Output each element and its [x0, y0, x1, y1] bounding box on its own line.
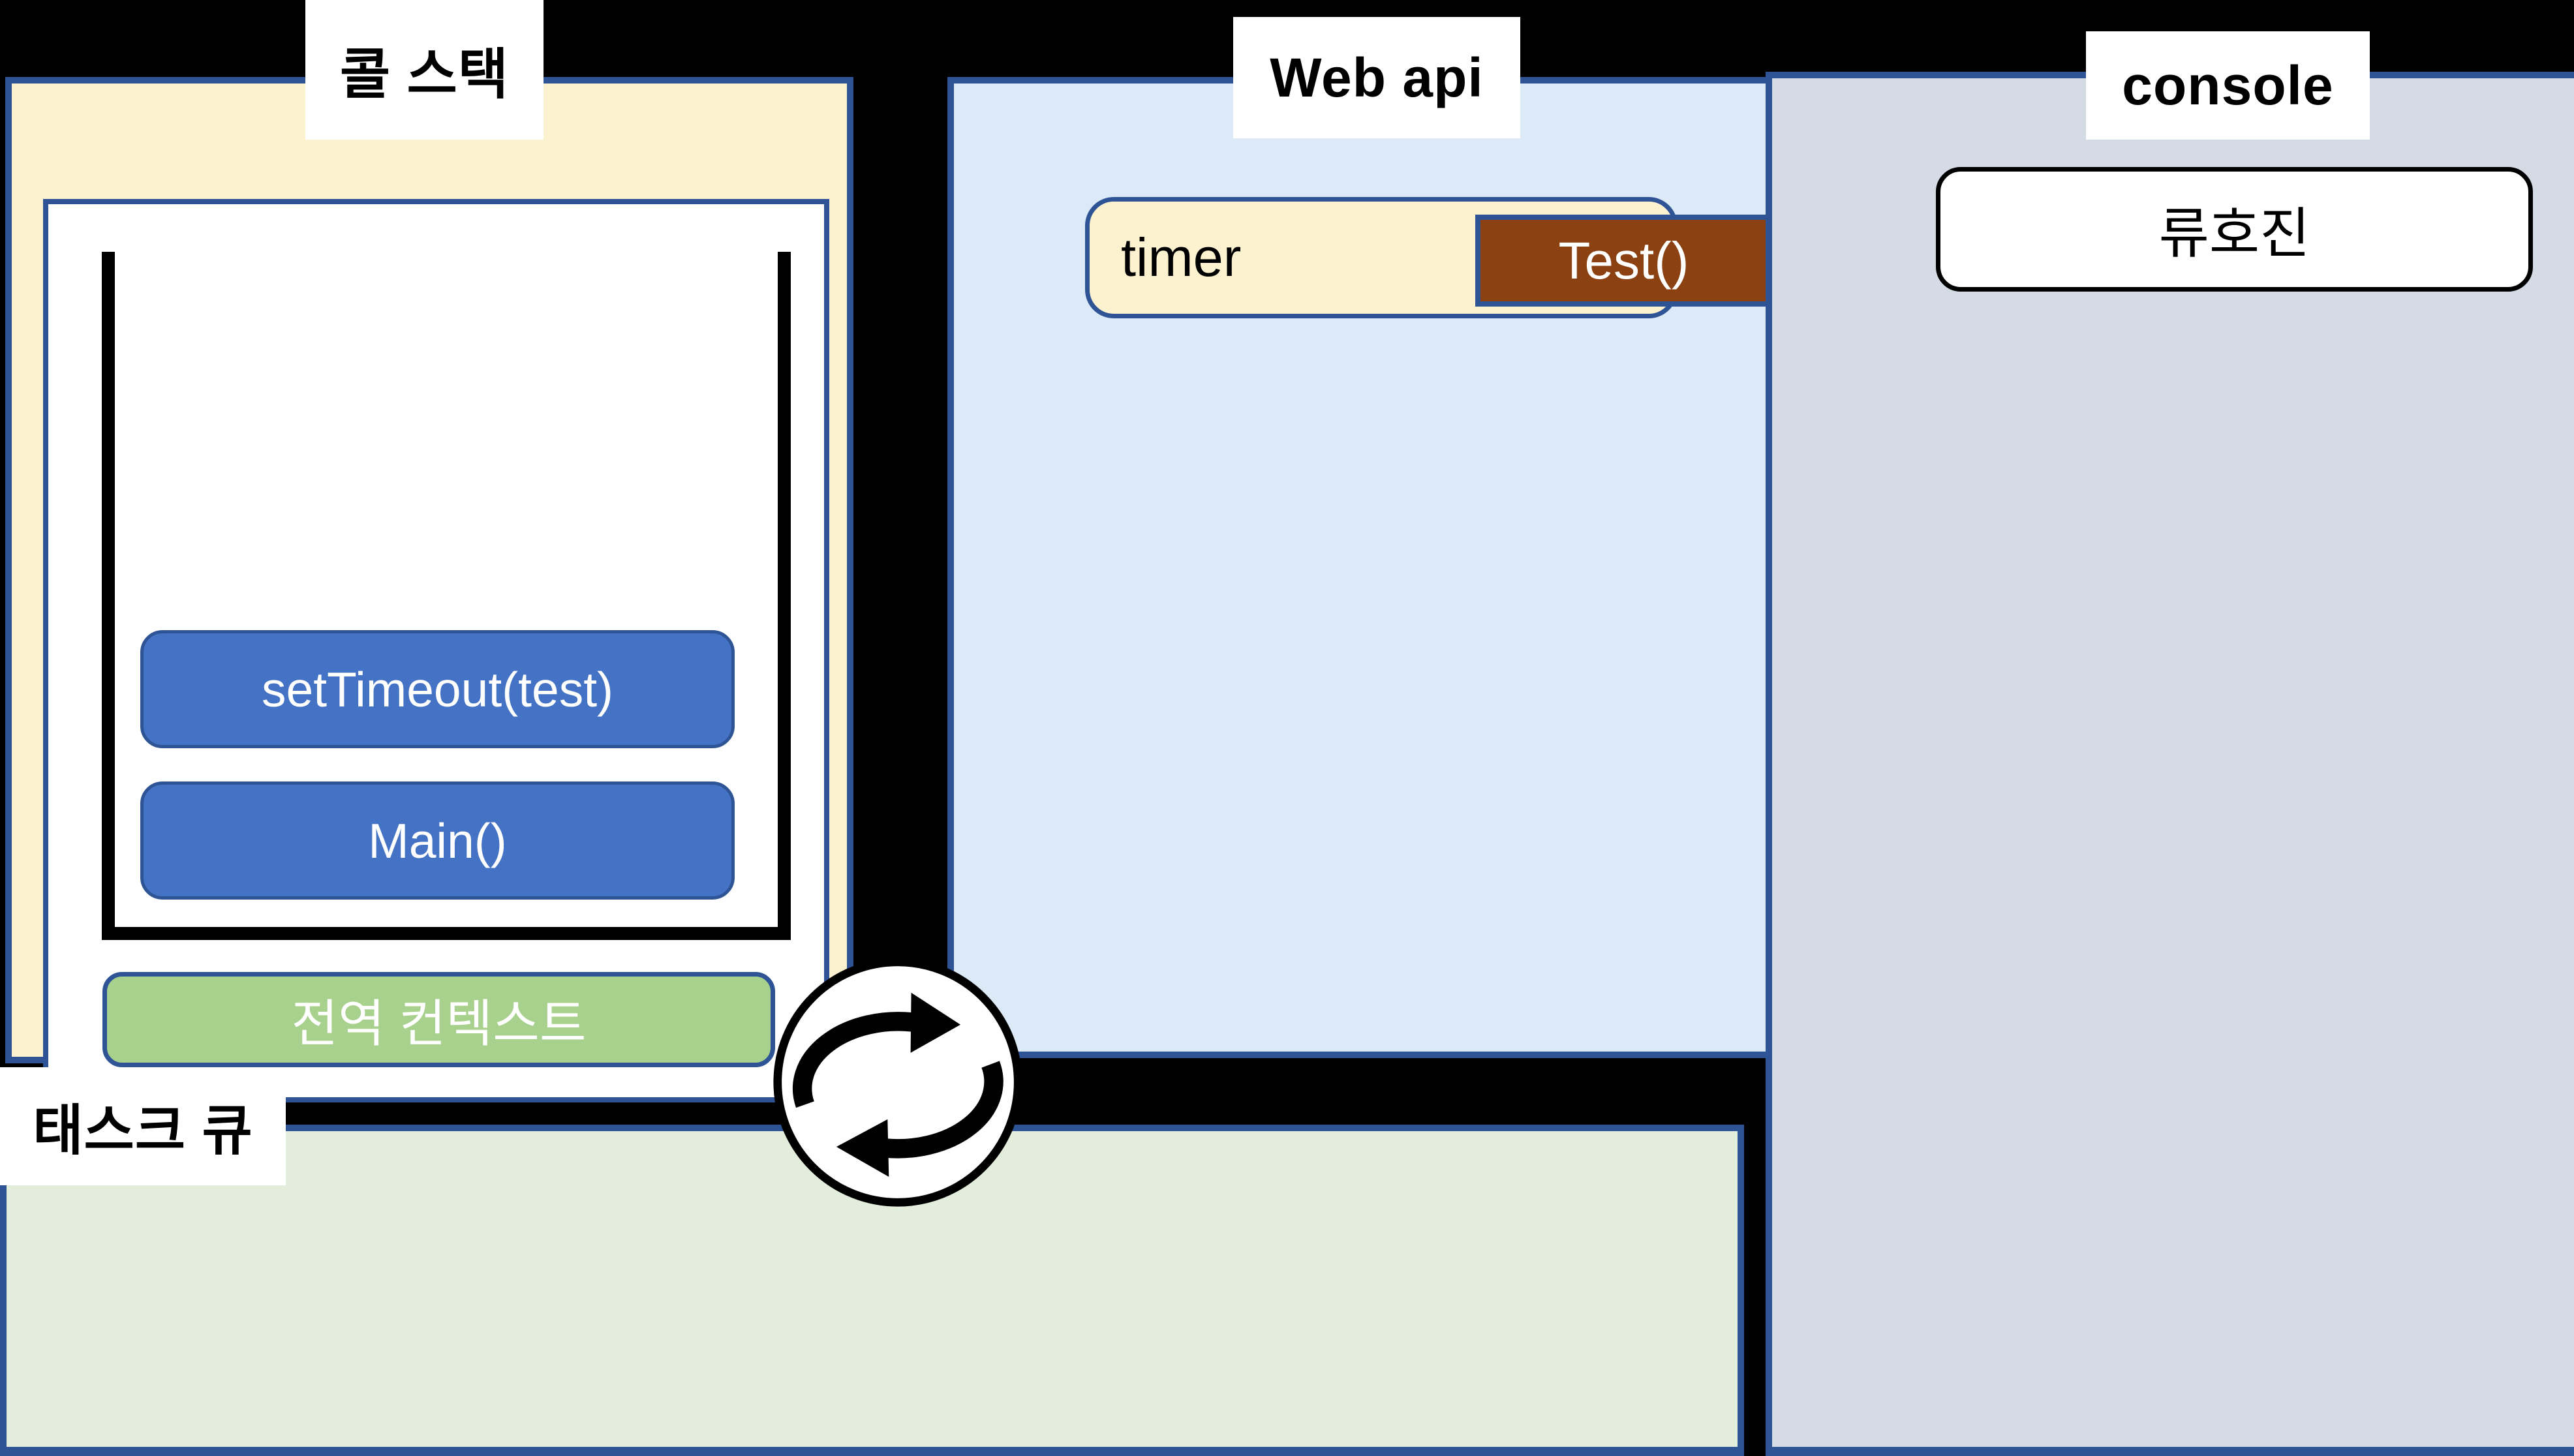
stack-frame-label: Main() [368, 813, 507, 868]
stack-u-shape [102, 252, 791, 940]
web-api-panel: timer Test() [947, 77, 1802, 1058]
stack-frame-settimeout: setTimeout(test) [140, 630, 735, 748]
console-panel: 류호진 [1766, 72, 2574, 1456]
task-queue-title-text: 태스크 큐 [33, 1100, 253, 1161]
timer-callback-box: Test() [1475, 215, 1772, 307]
console-title-text: console [2122, 54, 2334, 116]
timer-label: timer [1121, 227, 1242, 288]
stack-frame-label: setTimeout(test) [261, 661, 614, 717]
timer-box: timer Test() [1085, 197, 1772, 318]
call-stack-inner-box: setTimeout(test) Main() 전역 컨텍스트 [43, 199, 829, 1102]
web-api-title: Web api [1233, 17, 1520, 138]
console-output-box: 류호진 [1936, 167, 2533, 292]
web-api-title-text: Web api [1270, 46, 1484, 108]
task-queue-title: 태스크 큐 [0, 1067, 286, 1185]
timer-callback-label: Test() [1558, 231, 1689, 290]
call-stack-panel: setTimeout(test) Main() 전역 컨텍스트 [5, 77, 853, 1102]
event-loop-cycle-icon [770, 954, 1026, 1210]
call-stack-title: 콜 스택 [305, 0, 544, 140]
stack-frame-main: Main() [140, 781, 735, 900]
console-output-label: 류호진 [2158, 203, 2310, 264]
console-title: console [2086, 31, 2370, 140]
event-loop-cycle-svg [773, 958, 1022, 1207]
call-stack-title-text: 콜 스택 [339, 43, 510, 105]
global-context-box: 전역 컨텍스트 [102, 972, 775, 1067]
global-context-label: 전역 컨텍스트 [291, 995, 587, 1052]
